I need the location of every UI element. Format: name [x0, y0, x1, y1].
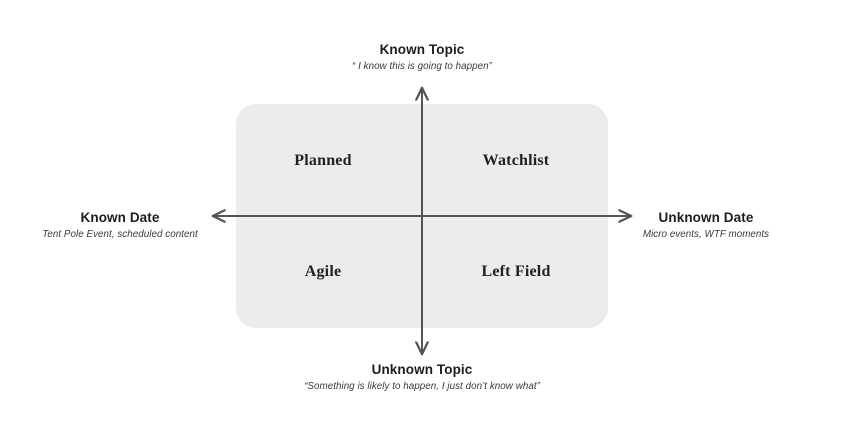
axis-title-known-date: Known Date — [80, 210, 160, 225]
axis-label-left: Known Date Tent Pole Event, scheduled co… — [42, 209, 197, 242]
quadrant-label-agile: Agile — [304, 263, 342, 280]
axis-subtitle-known-topic: “ I know this is going to happen” — [352, 61, 492, 72]
quadrant-label-planned: Planned — [294, 152, 352, 169]
axis-title-unknown-date: Unknown Date — [658, 210, 754, 225]
axis-subtitle-unknown-date: Micro events, WTF moments — [642, 229, 770, 240]
axis-label-bottom: Unknown Topic “Something is likely to ha… — [304, 361, 540, 394]
axis-subtitle-unknown-topic: “Something is likely to happen, I just d… — [304, 381, 540, 392]
axis-label-top: Known Topic “ I know this is going to ha… — [352, 41, 492, 74]
axis-subtitle-known-date: Tent Pole Event, scheduled content — [42, 229, 198, 240]
axis-label-right: Unknown Date Micro events, WTF moments — [643, 209, 769, 242]
axis-title-unknown-topic: Unknown Topic — [371, 362, 473, 377]
quadrant-label-left-field: Left Field — [481, 263, 551, 280]
quadrant-label-watchlist: Watchlist — [482, 152, 550, 169]
quadrant-background — [236, 104, 608, 328]
axis-title-known-topic: Known Topic — [379, 42, 465, 57]
